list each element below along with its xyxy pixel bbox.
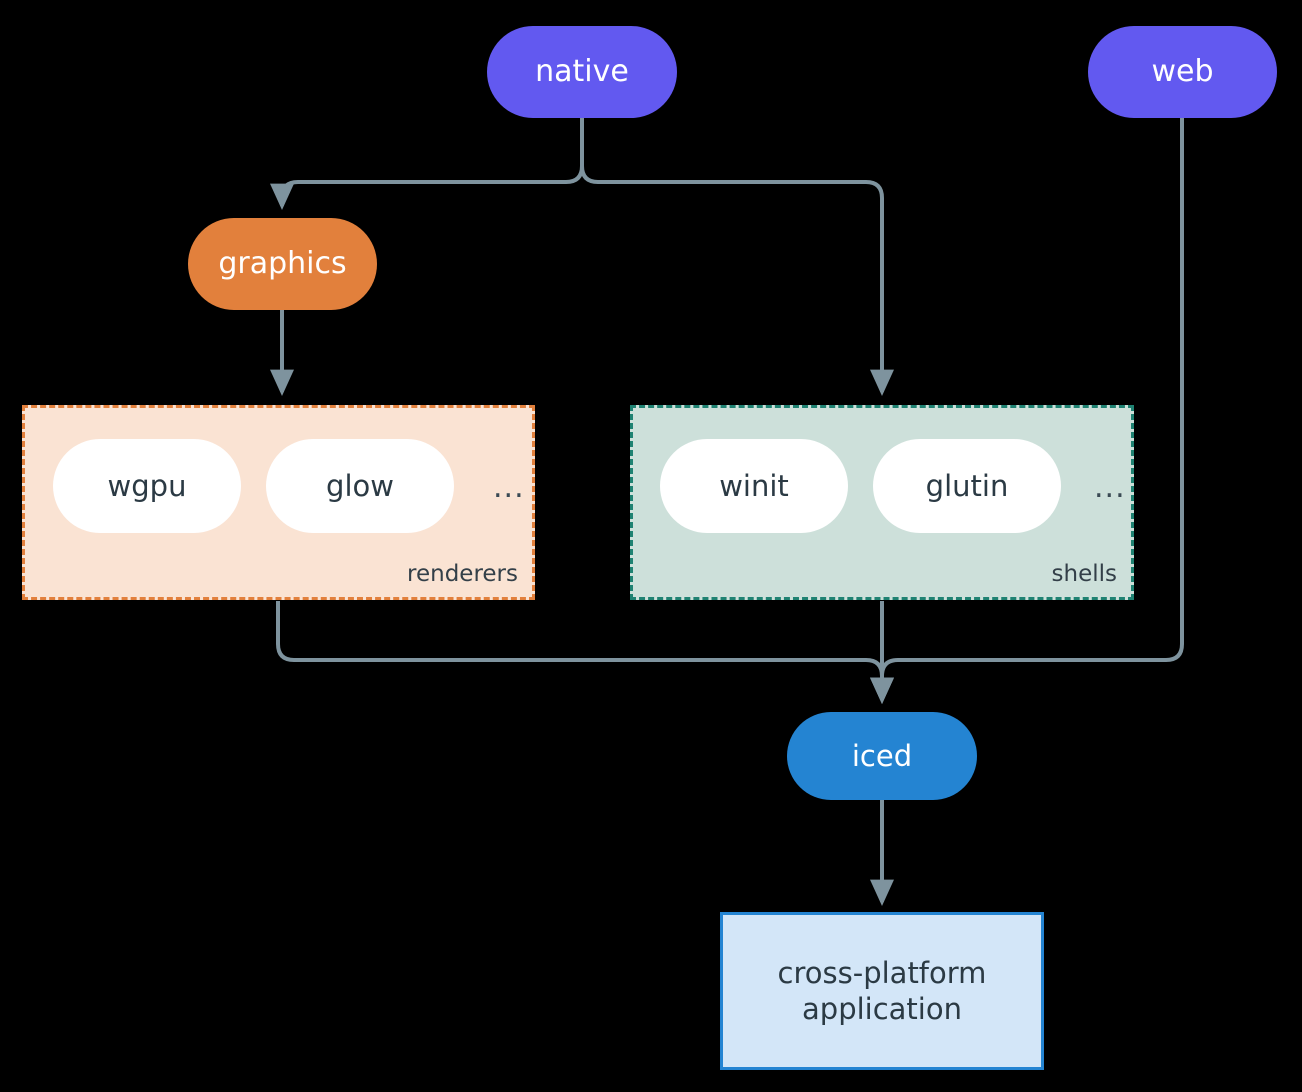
cluster-shells-label: shells — [1051, 561, 1117, 587]
cluster-shells: winit glutin ... shells — [630, 405, 1134, 600]
node-web[interactable]: web — [1088, 26, 1277, 118]
edge-native-to-graphics — [270, 118, 584, 211]
node-iced[interactable]: iced — [787, 712, 977, 800]
application-label-line-1: cross-platform — [777, 955, 987, 990]
edge-renderers-to-iced — [276, 601, 895, 705]
shells-overflow-ellipsis: ... — [1094, 470, 1126, 505]
node-winit[interactable]: winit — [660, 439, 848, 533]
edge-native-to-shells — [580, 118, 895, 397]
node-glutin[interactable]: glutin — [873, 439, 1061, 533]
node-wgpu[interactable]: wgpu — [53, 439, 241, 533]
node-graphics[interactable]: graphics — [188, 218, 377, 310]
node-glow[interactable]: glow — [266, 439, 454, 533]
cluster-renderers: wgpu glow ... renderers — [22, 405, 535, 600]
node-native[interactable]: native — [487, 26, 677, 118]
application-label-line-2: application — [802, 992, 962, 1026]
renderers-overflow-ellipsis: ... — [493, 470, 525, 505]
node-cross-platform-application[interactable]: cross-platform application — [720, 912, 1044, 1070]
cluster-renderers-label: renderers — [407, 561, 518, 587]
